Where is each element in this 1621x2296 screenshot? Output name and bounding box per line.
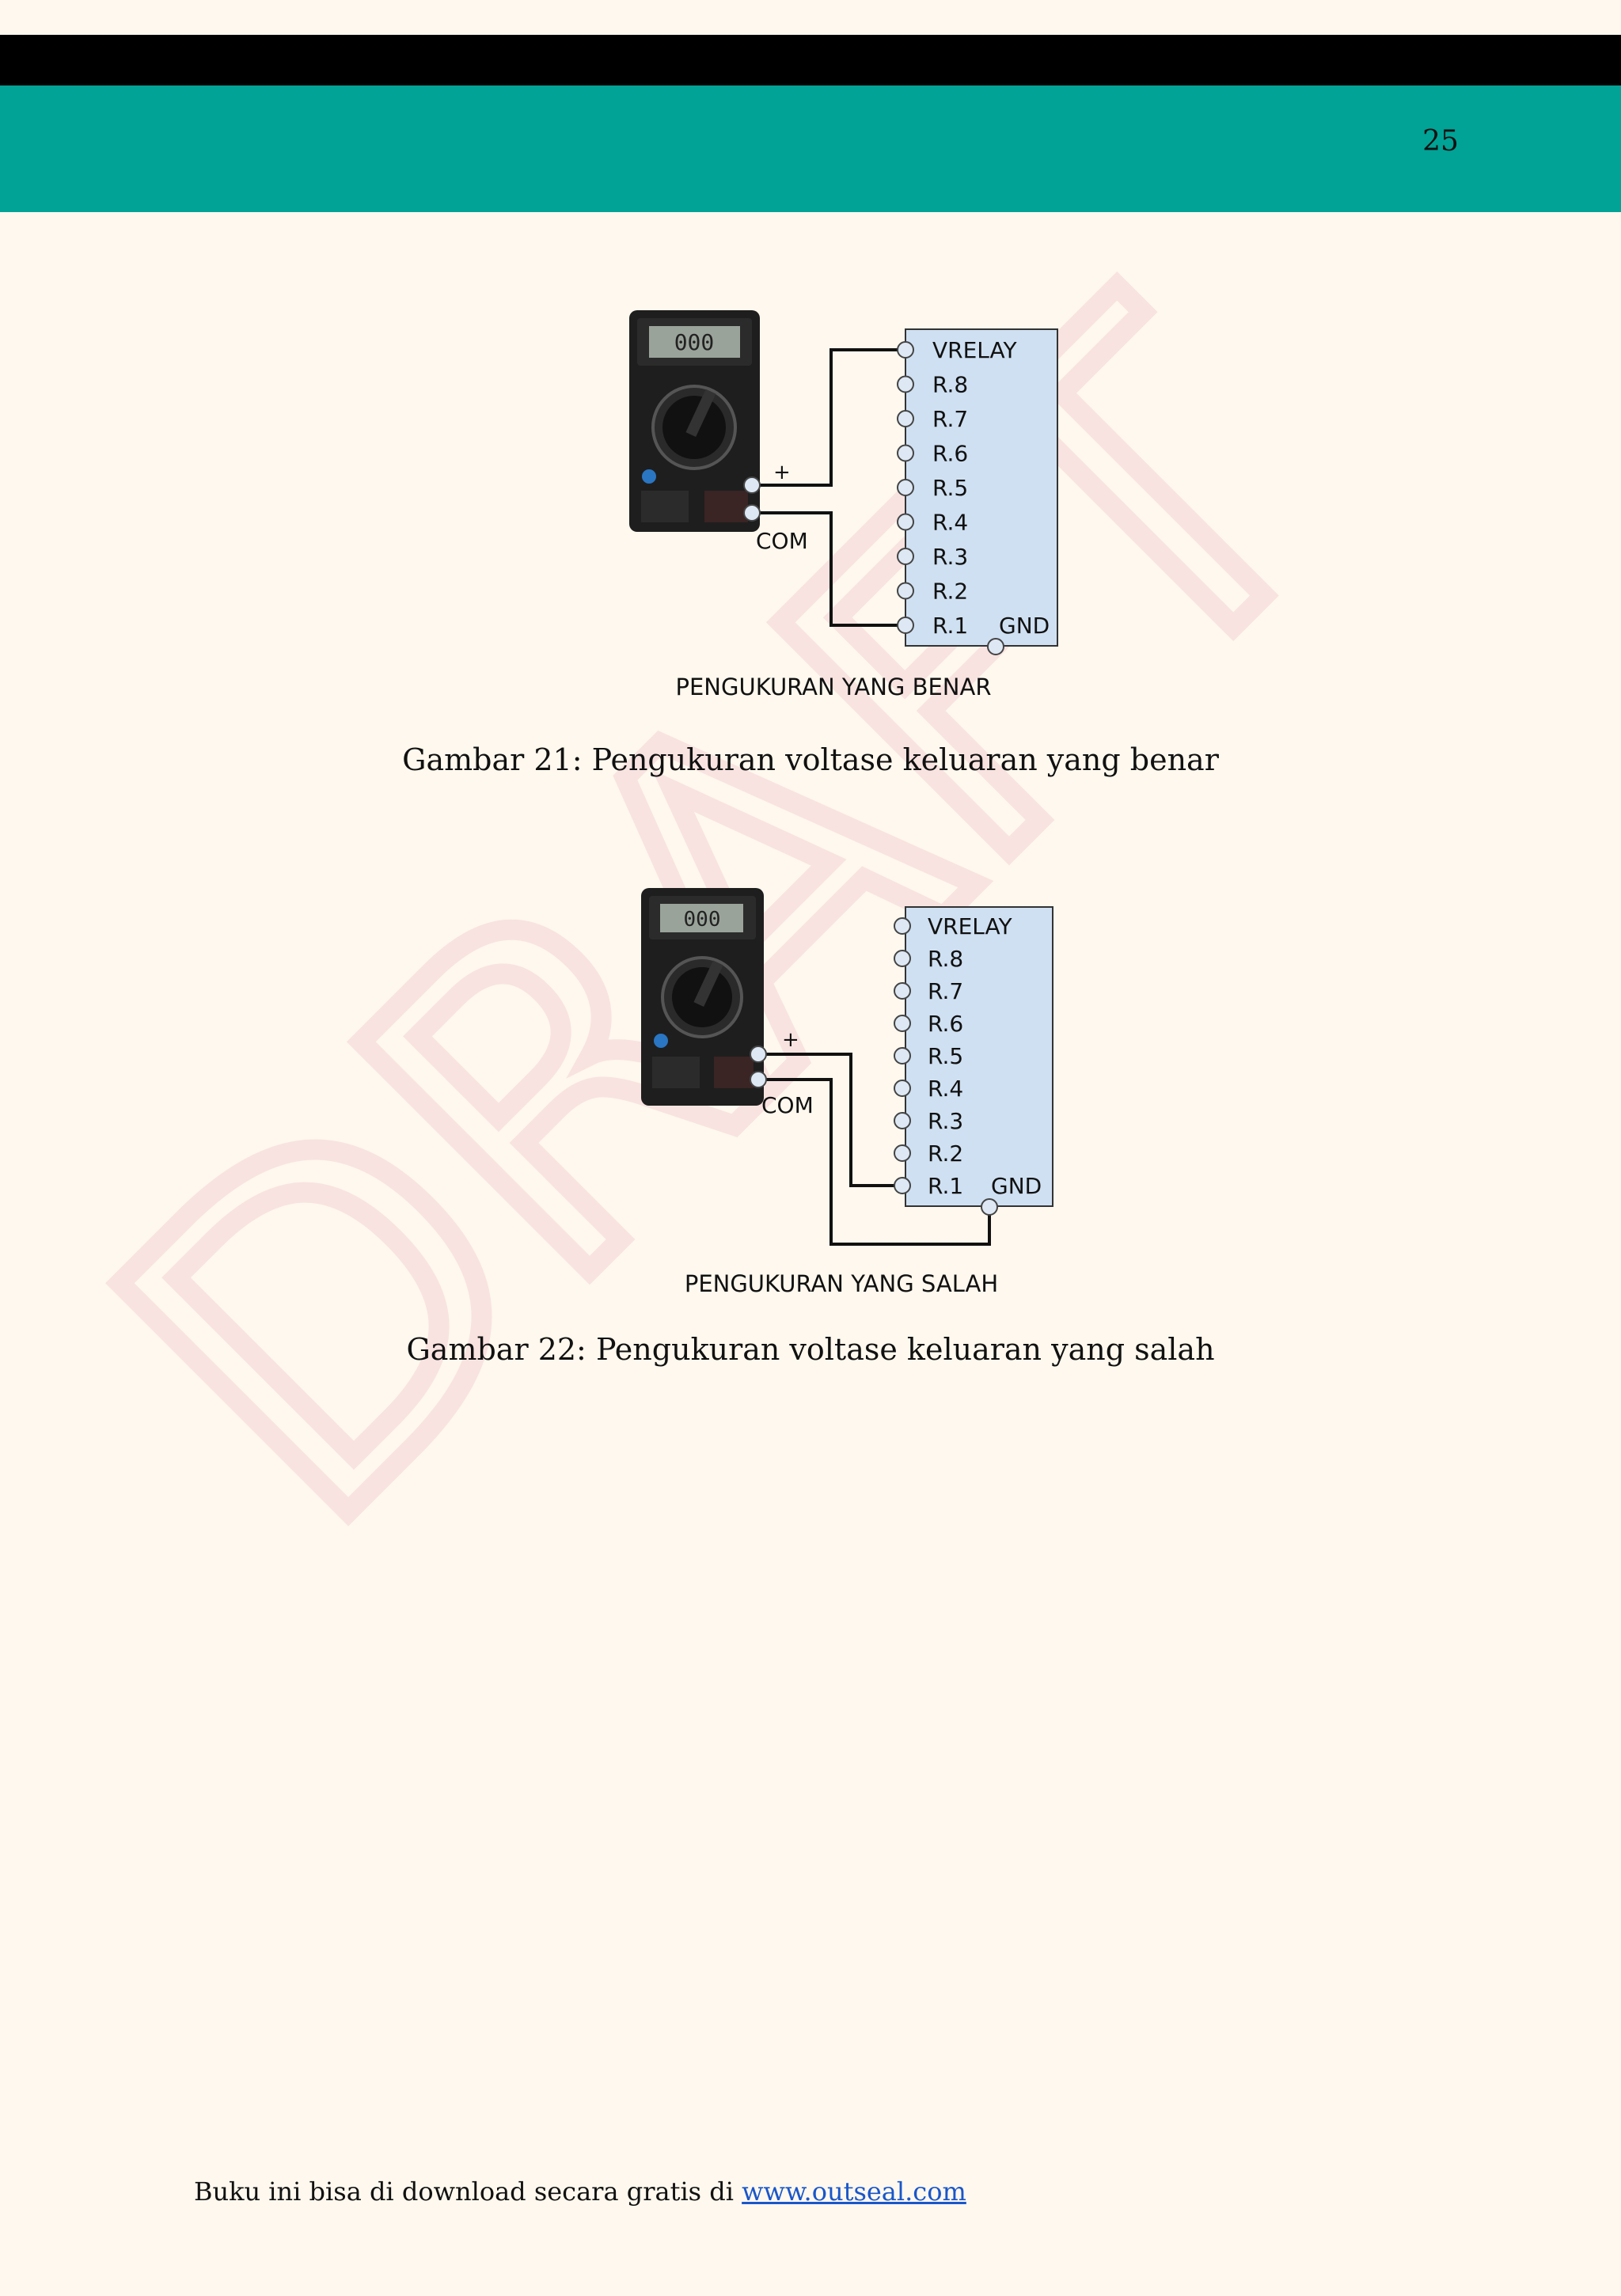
footer-text: Buku ini bisa di download secara gratis … bbox=[194, 2176, 742, 2207]
footer-link[interactable]: www.outseal.com bbox=[742, 2176, 966, 2207]
footer-note: Buku ini bisa di download secara gratis … bbox=[194, 2176, 966, 2207]
terminal-label: R.2 bbox=[928, 1140, 963, 1167]
terminal-label: R.5 bbox=[928, 1043, 963, 1069]
relay-module-box bbox=[905, 906, 1053, 1207]
page-number: 25 bbox=[1422, 125, 1459, 157]
terminal-connector-icon bbox=[897, 410, 914, 427]
terminal-label: R.3 bbox=[928, 1108, 963, 1134]
terminal-connector-icon bbox=[897, 375, 914, 393]
terminal-label: R.8 bbox=[928, 946, 963, 972]
terminal-connector-icon bbox=[894, 1112, 911, 1129]
terminal-label: R.8 bbox=[932, 372, 968, 398]
page-header-band bbox=[0, 85, 1621, 212]
terminal-label: R.4 bbox=[928, 1076, 963, 1102]
terminal-connector-icon bbox=[894, 982, 911, 1000]
terminal-connector-icon bbox=[894, 1177, 911, 1194]
terminal-connector-icon bbox=[894, 1015, 911, 1032]
diagram-title: PENGUKURAN YANG BENAR bbox=[676, 674, 992, 700]
terminal-label: R.1 bbox=[932, 613, 968, 639]
terminal-connector-icon bbox=[897, 582, 914, 600]
terminal-label: R.7 bbox=[932, 406, 968, 432]
figure-21-diagram: 000 + COM VRELAY R.8R.7R.6R.5R.4R.3R.2R.1… bbox=[629, 310, 1058, 700]
top-black-bar bbox=[0, 35, 1621, 85]
terminal-connector-icon bbox=[894, 1080, 911, 1097]
terminal-connector-icon bbox=[894, 1144, 911, 1162]
terminal-connector-icon bbox=[897, 548, 914, 565]
svg-text:000: 000 bbox=[684, 908, 721, 932]
figure-22-caption: Gambar 22: Pengukuran voltase keluaran y… bbox=[406, 1332, 1215, 1367]
svg-text:000: 000 bbox=[674, 329, 715, 355]
terminal-connector-icon bbox=[897, 479, 914, 496]
terminal-label: R.4 bbox=[932, 510, 968, 536]
figure-22-diagram: 000 + COM VRELAY R.8R.7R.6R.5R.4R.3R.2R.1… bbox=[641, 888, 1053, 1297]
relay-module-box bbox=[905, 328, 1058, 647]
terminal-connector-icon bbox=[897, 341, 914, 359]
terminal-label: R.2 bbox=[932, 579, 968, 605]
terminal-label: R.3 bbox=[932, 544, 968, 570]
terminal-connector-icon bbox=[894, 917, 911, 935]
terminal-label: R.6 bbox=[932, 441, 968, 467]
terminal-label: R.1 bbox=[928, 1173, 963, 1199]
terminal-label: R.7 bbox=[928, 978, 963, 1004]
com-label: COM bbox=[756, 528, 808, 554]
plus-label: + bbox=[773, 461, 791, 484]
terminal-label: VRELAY bbox=[928, 913, 1013, 939]
terminal-label: R.5 bbox=[932, 475, 968, 501]
terminal-connector-icon bbox=[897, 617, 914, 634]
gnd-label: GND bbox=[991, 1173, 1042, 1199]
terminal-connector-icon bbox=[897, 513, 914, 531]
figure-21-caption: Gambar 21: Pengukuran voltase keluaran y… bbox=[402, 742, 1219, 777]
multimeter-icon: 000 bbox=[629, 310, 760, 532]
diagram-title: PENGUKURAN YANG SALAH bbox=[685, 1270, 998, 1297]
com-label: COM bbox=[761, 1092, 814, 1118]
terminal-label: R.6 bbox=[928, 1011, 963, 1037]
multimeter-icon: 000 bbox=[641, 888, 764, 1106]
terminal-connector-icon bbox=[894, 950, 911, 967]
terminal-connector-icon bbox=[894, 1047, 911, 1065]
terminal-connector-icon bbox=[897, 444, 914, 462]
plus-label: + bbox=[782, 1028, 799, 1052]
gnd-label: GND bbox=[999, 613, 1050, 639]
terminal-label: VRELAY bbox=[932, 337, 1018, 363]
